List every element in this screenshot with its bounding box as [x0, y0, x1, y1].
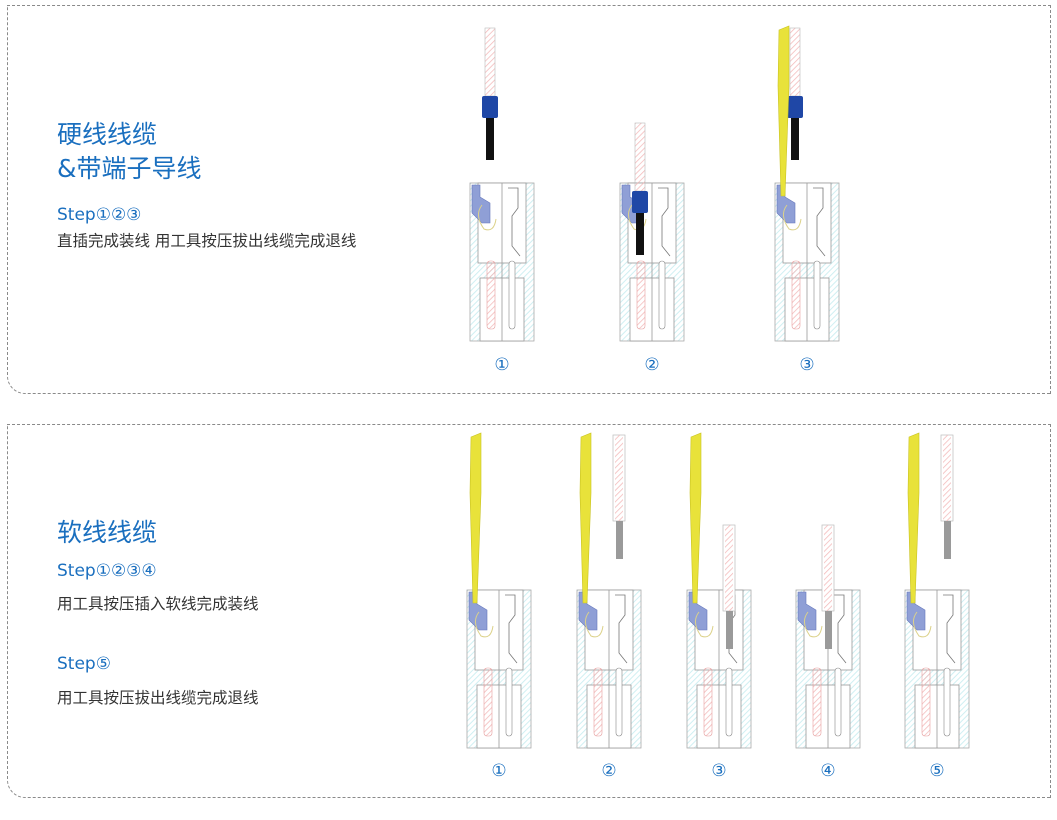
- connector-housing: [904, 589, 970, 749]
- ferrule-wire: [632, 122, 648, 255]
- section2-figure-label-3: ③: [711, 761, 727, 781]
- section2-figure-label-5: ⑤: [929, 761, 945, 781]
- section1-title: 硬线线缆 &带端子导线: [57, 118, 202, 186]
- contact-pin-right: [508, 260, 516, 330]
- contact-pin-left: [636, 260, 646, 330]
- section2-figure-1: [457, 425, 547, 759]
- section1-figure-2: [610, 18, 700, 352]
- connector-housing: [576, 589, 642, 749]
- contact-pin-right: [615, 667, 623, 737]
- connector-housing: [466, 589, 532, 749]
- section2-step2: Step⑤: [57, 654, 111, 674]
- contact-pin-left: [486, 260, 496, 330]
- section2-figure-label-1: ①: [491, 761, 507, 781]
- soft-wire-panel: [7, 424, 1051, 798]
- section1-figure-3: [765, 18, 855, 352]
- hard-wire-panel: [7, 5, 1051, 394]
- contact-pin-left: [483, 667, 493, 737]
- section2-figure-label-2: ②: [601, 761, 617, 781]
- tool-icon: [469, 432, 482, 604]
- section2-title: 软线线缆: [57, 518, 158, 547]
- connector-housing: [619, 182, 685, 342]
- contact-pin-left: [812, 667, 822, 737]
- contact-pin-left: [703, 667, 713, 737]
- section2-figure-4: [786, 425, 876, 759]
- contact-pin-left: [593, 667, 603, 737]
- section1-figure-label-3: ③: [799, 355, 815, 375]
- contact-pin-right: [813, 260, 821, 330]
- tool-icon: [907, 432, 920, 604]
- contact-pin-right: [834, 667, 842, 737]
- section2-description2: 用工具按压拔出线缆完成退线: [57, 689, 259, 707]
- tool-icon: [777, 25, 790, 197]
- section2-step1: Step①②③④: [57, 561, 157, 581]
- contact-pin-right: [505, 667, 513, 737]
- section1-step: Step①②③: [57, 205, 142, 225]
- tool-icon: [689, 432, 702, 604]
- stranded-wire: [940, 434, 954, 559]
- section1-figure-1: [460, 18, 550, 352]
- stranded-wire: [722, 524, 736, 649]
- section2-figure-2: [567, 425, 657, 759]
- contact-pin-left: [921, 667, 931, 737]
- ferrule-wire: [787, 27, 803, 160]
- ferrule-wire: [482, 27, 498, 160]
- stranded-wire: [821, 524, 835, 649]
- section1-figure-label-1: ①: [494, 355, 510, 375]
- contact-pin-right: [725, 667, 733, 737]
- tool-icon: [579, 432, 592, 604]
- section1-title-line2: &带端子导线: [57, 154, 202, 183]
- connector-housing: [469, 182, 535, 342]
- contact-pin-right: [943, 667, 951, 737]
- section1-figure-label-2: ②: [644, 355, 660, 375]
- section2-figure-3: [677, 425, 767, 759]
- contact-pin-left: [791, 260, 801, 330]
- section2-figure-5: [895, 425, 985, 759]
- stranded-wire: [612, 434, 626, 559]
- section2-description1: 用工具按压插入软线完成装线: [57, 595, 259, 613]
- contact-pin-right: [658, 260, 666, 330]
- connector-housing: [686, 589, 752, 749]
- connector-housing: [774, 182, 840, 342]
- section1-description: 直插完成装线 用工具按压拔出线缆完成退线: [57, 232, 357, 250]
- section2-figure-label-4: ④: [820, 761, 836, 781]
- section1-title-line1: 硬线线缆: [57, 120, 158, 149]
